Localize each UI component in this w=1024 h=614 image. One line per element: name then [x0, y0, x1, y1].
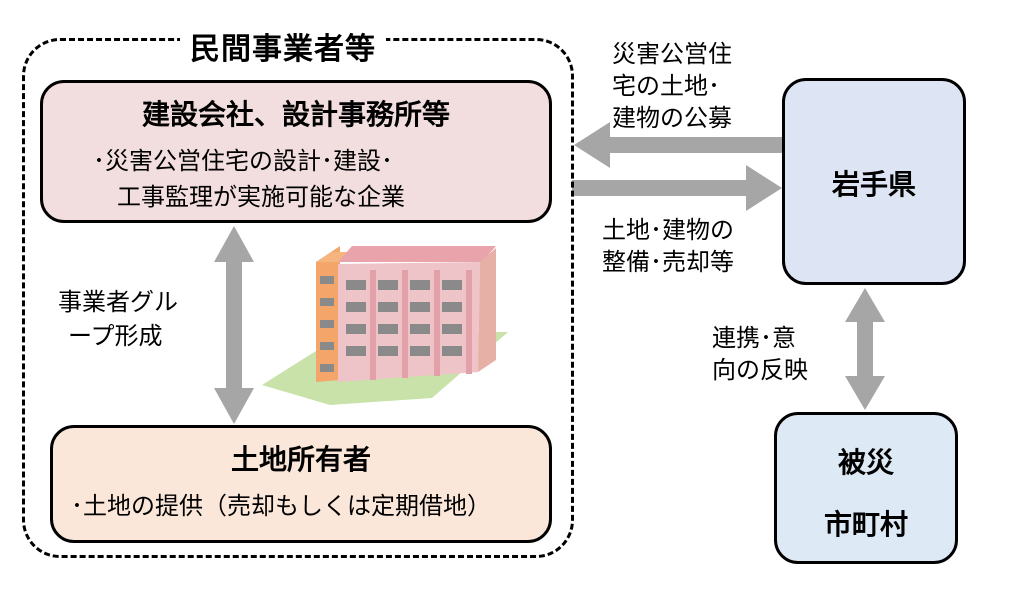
apartment-building-icon [262, 246, 508, 405]
land-box-line1: ･土地の提供（売却もしくは定期借地） [71, 492, 491, 520]
construction-box-title: 建設会社、設計事務所等 [141, 98, 450, 131]
construction-box-line1: ･災害公営住宅の設計･建設･ [93, 147, 393, 175]
group-formation-label-line1: 事業者グル [58, 288, 178, 316]
sale-arrow [572, 165, 782, 211]
sale-label-line1: 土地･建物の [602, 216, 734, 244]
group-formation-label-line2: ープ形成 [68, 322, 163, 350]
construction-design-firms-box: 建設会社、設計事務所等 ･災害公営住宅の設計･建設･ 工事監理が実施可能な企業 [40, 80, 552, 223]
municipality-label-line2: 市町村 [823, 508, 908, 541]
sale-label-line2: 整備･売却等 [602, 248, 734, 276]
affected-municipality-box: 被災 市町村 [774, 412, 958, 564]
recruitment-label-line1: 災害公営住 [612, 40, 732, 68]
coordination-label-line2: 向の反映 [712, 356, 808, 384]
group-formation-arrow [214, 226, 254, 424]
land-owner-box: 土地所有者 ･土地の提供（売却もしくは定期借地） [50, 425, 552, 543]
recruitment-label-line3: 建物の公募 [612, 104, 732, 132]
recruitment-label-line2: 宅の土地･ [612, 72, 720, 100]
construction-box-line2: 工事監理が実施可能な企業 [117, 183, 405, 211]
group-title: 民間事業者等 [180, 30, 386, 70]
iwate-prefecture-box: 岩手県 [782, 78, 966, 285]
land-box-title: 土地所有者 [230, 443, 371, 476]
coordination-arrow [845, 288, 885, 410]
coordination-label-line1: 連携･意 [712, 324, 796, 352]
recruitment-arrow [574, 122, 782, 168]
municipality-label-line1: 被災 [837, 446, 894, 479]
prefecture-label: 岩手県 [831, 168, 916, 201]
